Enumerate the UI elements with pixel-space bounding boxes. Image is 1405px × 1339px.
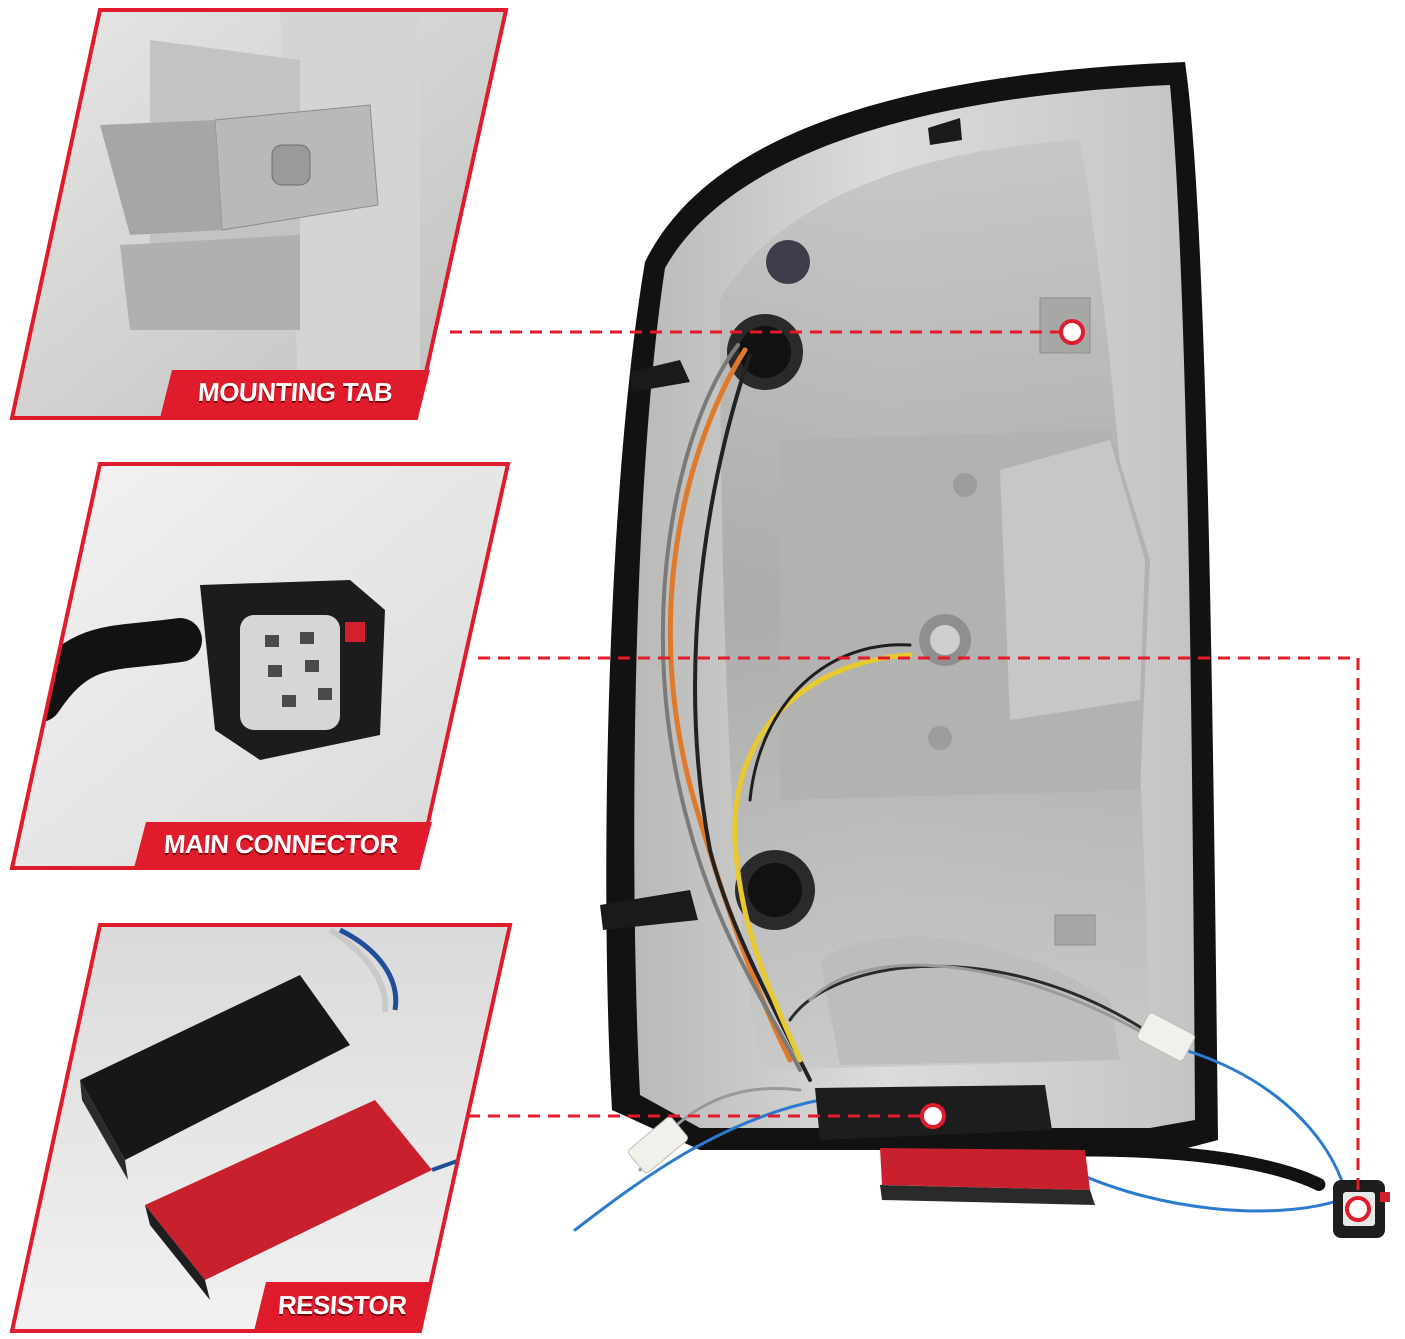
label-banner-bg (254, 1282, 432, 1331)
connector-face (240, 615, 340, 730)
boss-lower (928, 726, 952, 750)
label-mounting-tab: MOUNTING TAB (196, 377, 394, 407)
inline-connector-left (628, 1116, 688, 1174)
wire-black-1 (693, 353, 812, 1082)
top-clip (928, 118, 962, 145)
connector-lock-tab (345, 622, 365, 642)
callout-markers (920, 319, 1371, 1222)
mounting-stud-upper (630, 360, 690, 392)
bulb-socket-lower-core (748, 863, 802, 917)
wire-gray-2 (808, 963, 1157, 1042)
resistor-red-block (880, 1148, 1090, 1190)
bulb-socket-center-core (930, 625, 960, 655)
tail-light-assembly (600, 62, 1218, 1150)
callout-line-main-connector (478, 656, 1360, 1195)
wire-blue-3 (573, 1098, 822, 1232)
wire-orange (667, 347, 793, 1063)
marker-main-connector (1345, 1196, 1371, 1222)
inline-connectors (628, 1012, 1196, 1174)
resistor-red-block-base (880, 1185, 1095, 1205)
marker-resistor (920, 1103, 946, 1129)
housing-tab-lower (1054, 914, 1096, 946)
resistor-closeup-black (80, 975, 350, 1160)
wire-black-2 (748, 643, 912, 802)
detail-panel-main-connector (9, 462, 511, 870)
marker-mounting-tab (1059, 319, 1085, 345)
label-resistor: RESISTOR (276, 1290, 408, 1320)
label-banner-bg (160, 370, 430, 418)
label-main-connector: MAIN CONNECTOR (162, 829, 399, 859)
bulb-socket-upper-core (739, 326, 791, 378)
detail-panel-resistor (9, 923, 513, 1333)
wire-gray-1 (660, 343, 802, 1072)
wiring-harness (573, 343, 1347, 1232)
resistor-closeup-red (145, 1100, 432, 1280)
callout-lines (450, 330, 1360, 1195)
center-ridge (1000, 440, 1145, 720)
wire-yellow (732, 652, 913, 1063)
mounting-stud-lower (600, 890, 698, 930)
inline-connector-right (1136, 1012, 1196, 1062)
wire-blue-1 (1183, 1048, 1347, 1192)
detail-panel-mounting-tab (9, 8, 509, 420)
resistor-blocks (815, 1085, 1095, 1205)
boss-upper (953, 473, 977, 497)
wire-blue-2 (1058, 1163, 1342, 1213)
corrugated-loom (1078, 1143, 1327, 1192)
label-banner-bg (134, 822, 432, 868)
vent-plug (766, 240, 810, 284)
